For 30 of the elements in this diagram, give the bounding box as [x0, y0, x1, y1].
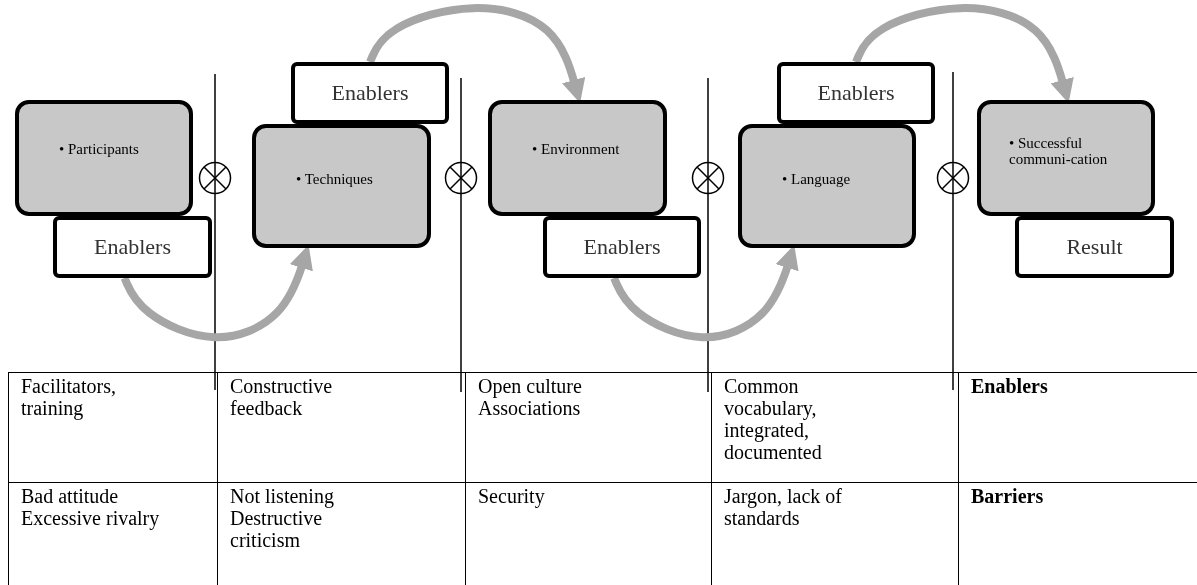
bullet-text: • Successful communi-cation [1009, 136, 1109, 168]
process-box [15, 100, 193, 216]
label-box [53, 216, 212, 278]
circled-cross-symbol [936, 161, 970, 195]
label-box [291, 62, 449, 124]
label-box [543, 216, 701, 278]
label-text: Enablers [94, 234, 171, 260]
process-box [488, 100, 667, 216]
table-cell: Constructive feedback [217, 372, 466, 483]
circled-cross-symbol [198, 161, 232, 195]
table-cell: Enablers [958, 372, 1197, 483]
label-box [777, 62, 935, 124]
process-box [977, 100, 1155, 216]
circled-cross-symbol [691, 161, 725, 195]
label-text: Enablers [583, 234, 661, 260]
circled-cross-symbol [444, 161, 478, 195]
bullet-text: • Language [782, 172, 852, 188]
bullet-text: • Participants [59, 142, 140, 158]
table-cell: Bad attitude Excessive rivalry [8, 482, 218, 585]
process-box [738, 124, 916, 248]
table-cell: Common vocabulary, integrated, documented [711, 372, 959, 483]
label-text: Enablers [817, 80, 895, 106]
label-text: Result [1066, 234, 1123, 260]
process-box [252, 124, 431, 248]
label-box [1015, 216, 1174, 278]
bullet-text: • Techniques [296, 172, 374, 188]
label-text: Enablers [331, 80, 409, 106]
table-cell: Facilitators, training [8, 372, 218, 483]
bullet-text: • Environment [532, 142, 621, 158]
table-cell: Open culture Associations [465, 372, 712, 483]
